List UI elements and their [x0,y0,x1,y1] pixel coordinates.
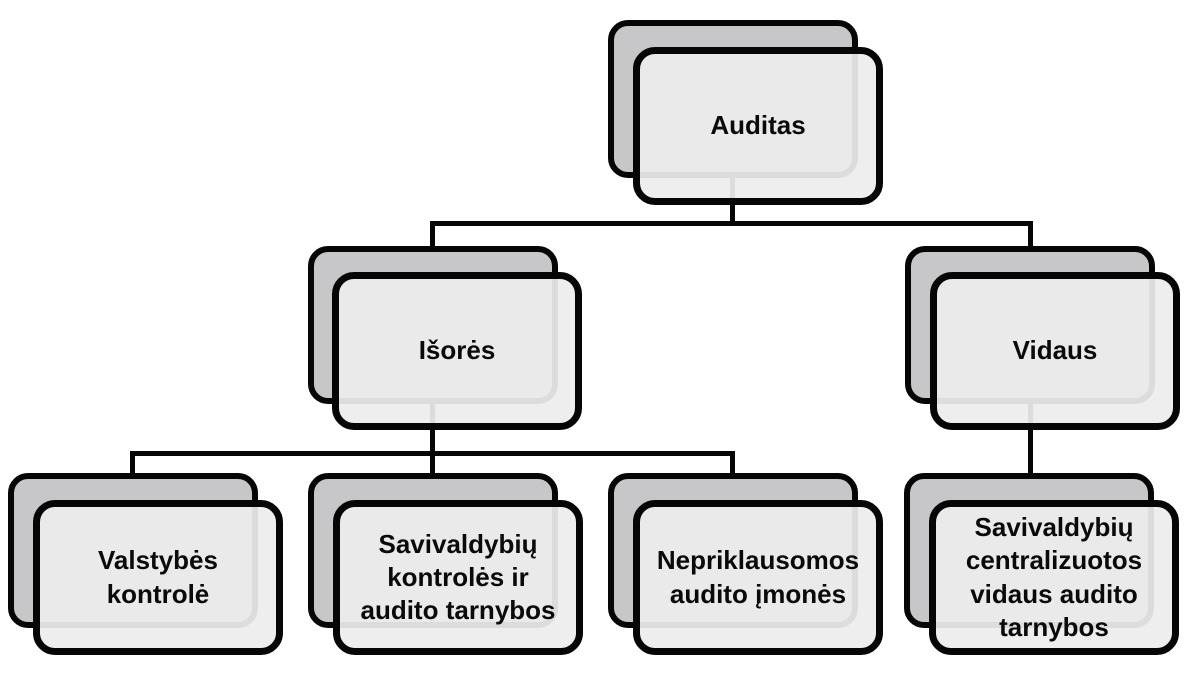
isores-node: Išorės [332,272,582,430]
nepriklausomos-imones-node-label: Nepriklausomos audito įmonės [656,545,860,609]
savivaldybiu-centralizuotos-node-label: Savivaldybių centralizuotos vidaus audit… [965,511,1143,642]
connector-valstybes-drop [130,451,135,480]
savivaldybiu-centralizuotos-node: Savivaldybių centralizuotos vidaus audit… [929,500,1179,655]
auditas-node-label: Auditas [710,110,806,141]
connector-vidaus-down [1028,400,1033,480]
auditas-node: Auditas [633,47,883,205]
connector-vidaus-drop [1028,221,1033,258]
connector-level2-horizontal [130,451,735,456]
vidaus-node: Vidaus [930,272,1180,430]
savivaldybiu-kontroles-node-label: Savivaldybių kontrolės ir audito tarnybo… [360,528,556,626]
connector-level1-horizontal [430,221,1033,226]
connector-isores-down [430,400,435,480]
valstybes-kontrole-node: Valstybės kontrolė [33,500,283,655]
isores-node-label: Išorės [418,335,496,366]
connector-isores-drop [430,221,435,258]
nepriklausomos-imones-node: Nepriklausomos audito įmonės [633,500,883,655]
vidaus-node-label: Vidaus [1012,335,1098,366]
connector-nepriklausomos-drop [730,451,735,480]
savivaldybiu-kontroles-node: Savivaldybių kontrolės ir audito tarnybo… [333,500,583,655]
valstybes-kontrole-node-label: Valstybės kontrolė [98,545,218,609]
